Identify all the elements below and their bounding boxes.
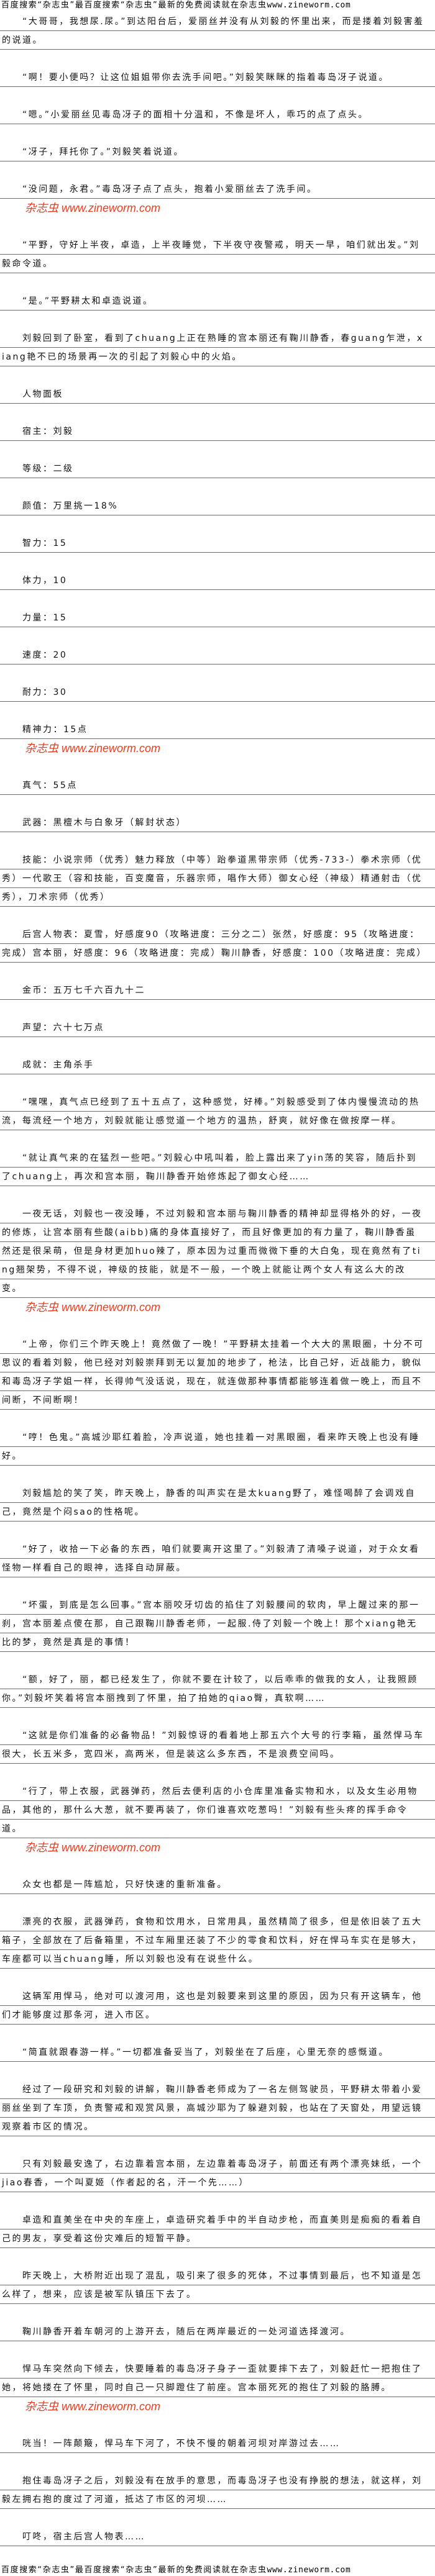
story-paragraph: 咣当！一阵颠簸，悍马车下河了，不快不慢的朝着河坝对岸游过去…… — [0, 2434, 435, 2453]
story-paragraph: 只有刘毅最安逸了，右边靠着宫本丽，左边靠着毒岛冴子，前面还有两个漂亮妹纸，一个j… — [0, 2155, 435, 2192]
story-paragraph: 耐力：30 — [0, 683, 435, 702]
story-paragraph: “嗯。”小爱丽丝见毒岛冴子的面相十分温和，不像是坏人，乖巧的点了点头。 — [0, 106, 435, 124]
story-paragraph: 悍马车突然向下倾去，快要睡着的毒岛冴子身子一歪就要摔下去了，刘毅赶忙一把抱住了她… — [0, 2360, 435, 2397]
story-paragraph: “哼！色鬼。”高城沙耶红着脸，冷声说道，她也挂着一对黑眼圈，看来昨天晚上也没有睡… — [0, 1428, 435, 1466]
story-paragraph: “这就是你们准备的必备物品！”刘毅惊讶的看着地上那五六个大号的行李箱，虽然悍马车… — [0, 1726, 435, 1764]
story-paragraph: “平野，守好上半夜，卓造，上半夜睡觉，下半夜守夜警戒，明天一早，咱们就出发。”刘… — [0, 236, 435, 273]
story-paragraph: 宿主：刘毅 — [0, 422, 435, 441]
story-paragraph: “行了，带上衣服，武器弹药，然后去便利店的小仓库里准备实物和水，以及女生必用物品… — [0, 1782, 435, 1838]
story-paragraph: “好了，收拾一下必备的东西，咱们就要离开这里了。”刘毅清了清嗓子说道，对于众女看… — [0, 1540, 435, 1577]
story-paragraph: 刘毅回到了卧室，看到了chuang上正在熟睡的宫本丽还有鞠川静香，春guang乍… — [0, 329, 435, 366]
promo-text: 百度搜索“杂志虫”最百度搜索“杂志虫”最新的免费阅读就在杂志虫 — [1, 2565, 267, 2575]
story-paragraph: 等级：二级 — [0, 460, 435, 478]
story-paragraph: 成就：主角杀手 — [0, 1056, 435, 1074]
watermark: 杂志虫 www.zineworm.com — [25, 742, 161, 755]
story-paragraph: 众女也都是一阵尴尬，只好快速的重新准备。 — [0, 1875, 435, 1894]
story-paragraph: 叮咚，宿主后宫人物表…… — [0, 2528, 435, 2546]
bottom-promo-banner: 百度搜索“杂志虫”最百度搜索“杂志虫”最新的免费阅读就在杂志虫www.zinew… — [0, 2565, 435, 2576]
story-paragraph: “坏蛋，到底是怎么回事。”宫本丽咬牙切齿的掐住了刘毅腰间的软肉，早上醒过来的那一… — [0, 1596, 435, 1652]
watermark: 杂志虫 www.zineworm.com — [25, 202, 161, 214]
story-paragraph: 后宫人物表：夏雪，好感度90（攻略进度：三分之二）张然，好感度：95（攻略进度：… — [0, 925, 435, 963]
story-paragraph: 经过了一段研究和刘毅的讲解，鞠川静香老师成为了一名左侧驾驶员，平野耕太带着小爱丽… — [0, 2080, 435, 2136]
story-paragraph: 体力，10 — [0, 571, 435, 590]
story-paragraph: 抱住毒岛冴子之后，刘毅没有在放手的意思，而毒岛冴子也没有挣脱的想法，就这样，刘毅… — [0, 2472, 435, 2509]
watermark: 杂志虫 www.zineworm.com — [25, 1841, 161, 1854]
story-paragraph: 声望：六十七万点 — [0, 1018, 435, 1037]
story-paragraph: 卓造和直美坐在中央的车座上，卓造研究着手中的半自动步枪，而直美则是痴痴的看着自己… — [0, 2211, 435, 2248]
story-paragraph: “啊！要小便吗？让这位姐姐带你去洗手间吧。”刘毅笑眯眯的指着毒岛冴子说道。 — [0, 68, 435, 87]
story-paragraph: 刘毅尴尬的笑了笑，昨天晚上，静香的叫声实在是太kuang野了，难怪喝醉了会调戏自… — [0, 1484, 435, 1522]
story-paragraph: 颜值：万里挑一18% — [0, 497, 435, 515]
story-paragraph: “冴子，拜托你了。”刘毅笑着说道。 — [0, 143, 435, 161]
story-paragraph: 武器：黑檀木与白象牙（解封状态） — [0, 814, 435, 832]
story-paragraph: 昨天晚上，大桥附近出现了混乱，吸引来了很多的死体，不过事情到最后，也不知道是怎么… — [0, 2267, 435, 2304]
story-paragraph: 这辆军用悍马，绝对可以渡河用，这也是刘毅要来到这里的原因，因为只有开这辆车，他们… — [0, 1987, 435, 2025]
story-paragraph: 智力：15 — [0, 534, 435, 553]
story-paragraph: 技能：小说宗师（优秀）魅力释放（中等）跆拳道黑带宗师（优秀-733-）拳术宗师（… — [0, 851, 435, 907]
story-paragraph: “就让真气来的在猛烈一些吧。”刘毅心中吼叫着，脸上露出来了yin荡的笑容，随后扑… — [0, 1149, 435, 1186]
story-paragraph: 速度：20 — [0, 646, 435, 664]
story-paragraph: 力量：15 — [0, 609, 435, 627]
story-paragraph: “简直就跟春游一样。”一切都准备妥当了，刘毅坐在了后座，心里无奈的感慨道。 — [0, 2043, 435, 2062]
story-paragraph: 真气：55点 — [0, 776, 435, 795]
story-paragraph: “上帝，你们三个昨天晚上！竟然做了一晚！”平野耕太挂着一个大大的黑眼圈，十分不可… — [0, 1335, 435, 1410]
story-paragraph: 精神力：15点 — [0, 720, 435, 739]
story-paragraph: 金币：五万七千六百九十二 — [0, 981, 435, 1000]
story-paragraph: 一夜无话，刘毅也一夜没睡，不过刘毅和宫本丽与鞠川静香的精神却显得格外的好，一夜的… — [0, 1205, 435, 1298]
top-promo-banner: 百度搜索“杂志虫”最百度搜索“杂志虫”最新的免费阅读就在杂志虫www.zinew… — [0, 0, 435, 11]
promo-url-link[interactable]: www.zineworm.com — [267, 2565, 351, 2575]
watermark: 杂志虫 www.zineworm.com — [25, 2400, 161, 2413]
story-paragraph: 漂亮的衣服，武器弹药，食物和饮用水，日常用具，虽然精简了很多，但是依旧装了五大箱… — [0, 1913, 435, 1969]
story-paragraph: “额，好了，丽，都已经发生了，你就不要在计较了，以后乖乖的做我的女人，让我照顾你… — [0, 1671, 435, 1708]
story-paragraph: 人物面板 — [0, 385, 435, 404]
story-paragraph: 鞠川静香开着车朝河的上游开去，随后在两岸最近的一处河道选择渡河。 — [0, 2323, 435, 2341]
story-paragraph: “是。”平野耕太和卓造说道。 — [0, 292, 435, 311]
story-paragraph: “没问题，永君。”毒岛冴子点了点头，抱着小爱丽丝去了洗手间。 — [0, 180, 435, 199]
story-paragraph: “大哥哥，我想尿.尿。”到达阳台后，爱丽丝并没有从刘毅的怀里出来，而是搂着刘毅害… — [0, 12, 435, 50]
promo-text: 百度搜索“杂志虫”最百度搜索“杂志虫”最新的免费阅读就在杂志虫 — [1, 1, 267, 10]
story-paragraph: “嘿嘿，真气点已经到了五十五点了，这种感觉，好棒。”刘毅感受到了体内慢慢流动的热… — [0, 1093, 435, 1130]
promo-url-link[interactable]: www.zineworm.com — [267, 1, 351, 10]
chapter-body: “大哥哥，我想尿.尿。”到达阳台后，爱丽丝并没有从刘毅的怀里出来，而是搂着刘毅害… — [0, 11, 435, 2546]
watermark: 杂志虫 www.zineworm.com — [25, 1301, 161, 1313]
